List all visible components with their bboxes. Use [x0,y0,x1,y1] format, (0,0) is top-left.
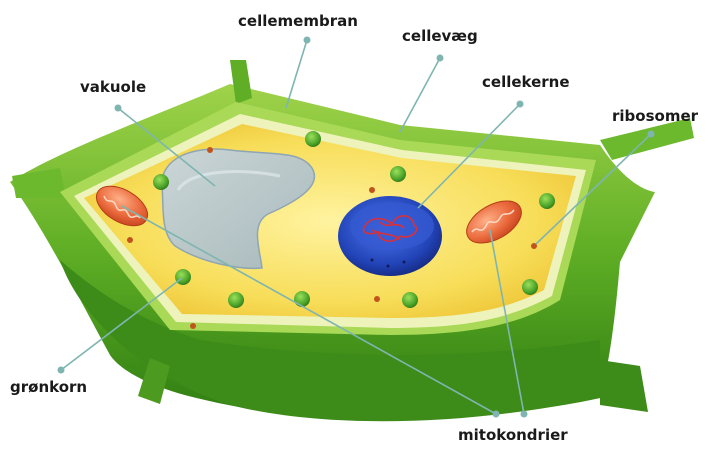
nucleus [338,196,442,276]
label-cellemembran: cellemembran [238,12,358,30]
label-cellevaeg: cellevæg [402,27,478,45]
label-mitokondrier: mitokondrier [458,426,568,444]
label-vakuole: vakuole [80,78,146,96]
label-ribosomer: ribosomer [612,107,698,125]
label-cellekerne: cellekerne [482,73,570,91]
label-gronkorn: grønkorn [10,378,87,396]
